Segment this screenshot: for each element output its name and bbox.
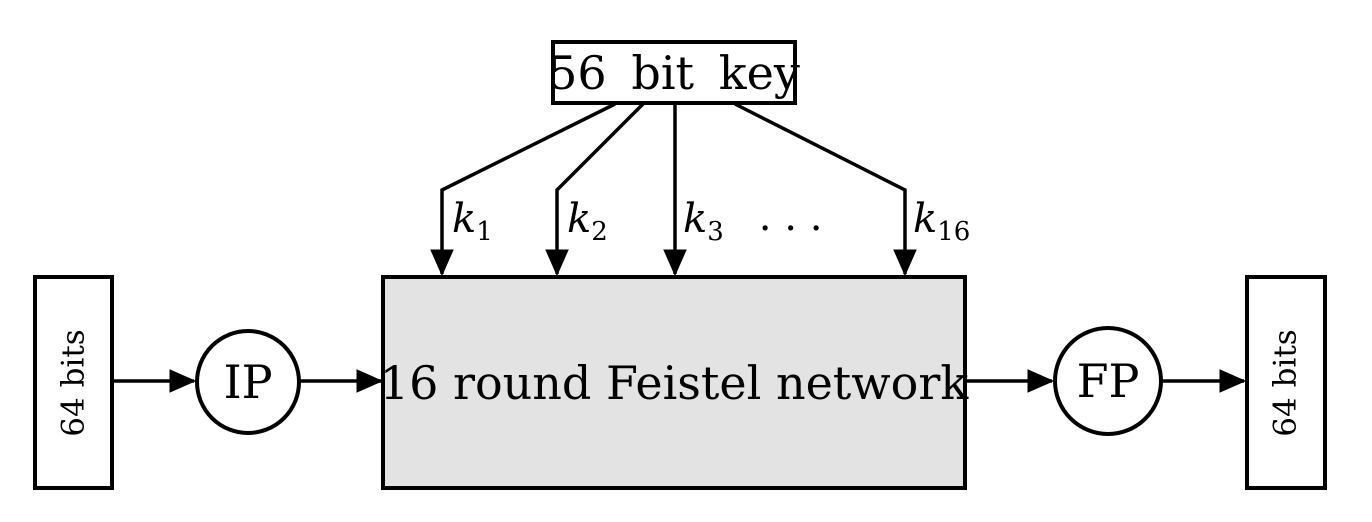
input-bits-label: 64 bits [55,328,92,437]
round-key-label-k3: k3 [683,196,724,247]
key-arrow-k1 [430,102,616,277]
key-arrow-k2 [545,102,645,277]
key-arrow-k16 [734,102,917,277]
round-key-ellipsis: ... [758,194,836,240]
round-key-label-k1: k1 [452,196,493,247]
round-key-label-k2: k2 [567,196,608,247]
feistel-box-label: 16 round Feistel network [379,355,969,410]
output-bits-box [1245,275,1327,490]
round-key-label-k16: k16 [913,196,971,247]
input-bits-box [33,275,114,490]
key-box-label: 56 bit key [548,45,800,100]
ip-node-label: IP [223,355,273,409]
fp-node-label: FP [1076,354,1140,408]
output-bits-label: 64 bits [1268,328,1304,437]
feistel-box [381,275,967,490]
